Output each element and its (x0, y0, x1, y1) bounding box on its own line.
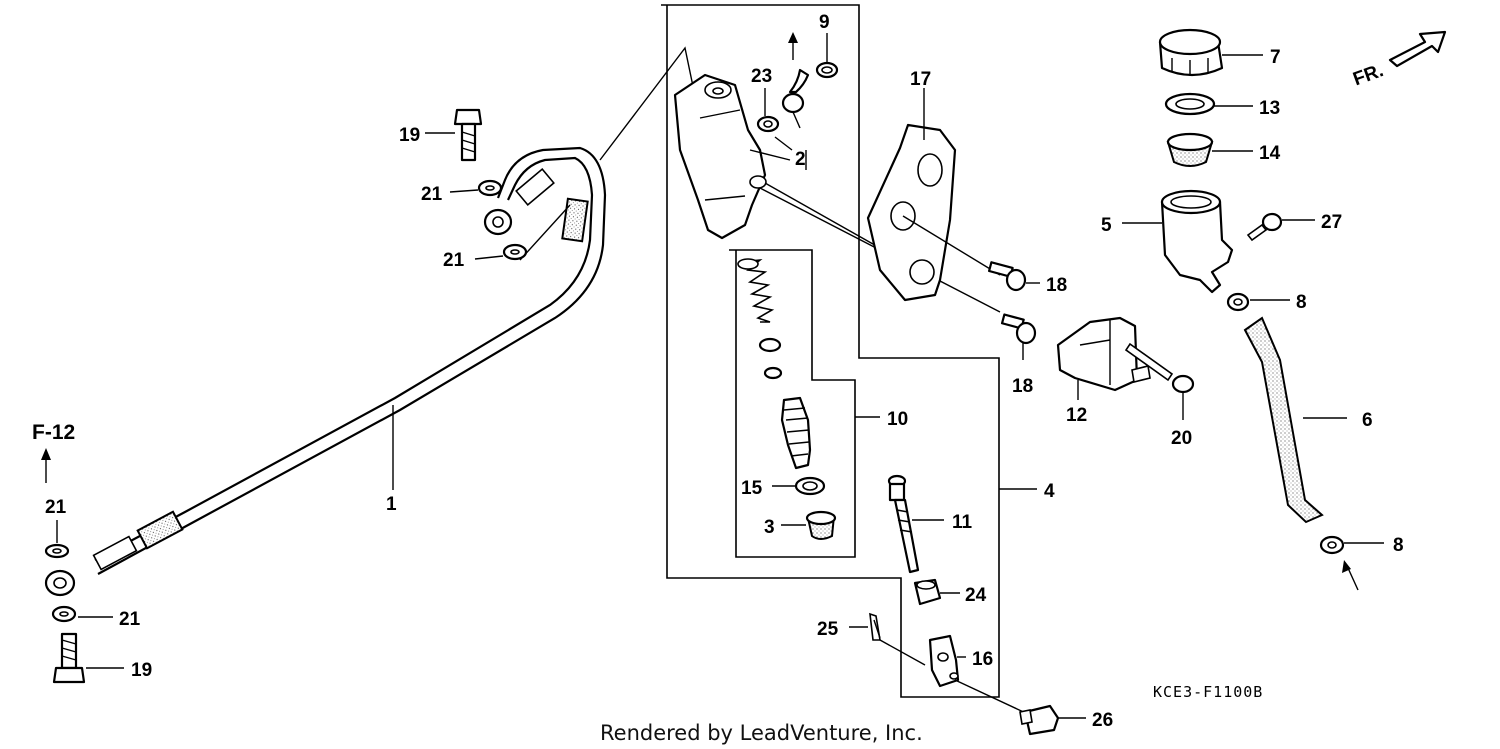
bolt-18-lower[interactable] (1000, 313, 1037, 345)
o-ring-23[interactable] (756, 115, 780, 133)
front-arrow-icon (1388, 30, 1447, 68)
callout-24: 24 (965, 585, 987, 606)
reservoir-guard[interactable] (1056, 316, 1151, 392)
callout-8a: 8 (1296, 292, 1307, 313)
up-arrow-icon (1342, 560, 1351, 573)
callout-3: 3 (764, 517, 775, 538)
primary-cup[interactable] (763, 366, 783, 380)
callout-21c: 21 (421, 184, 443, 205)
front-indicator: FR. (1350, 60, 1386, 90)
callout-5: 5 (1101, 215, 1112, 236)
callout-18b: 18 (1012, 376, 1033, 397)
callout-27: 27 (1321, 212, 1342, 233)
callout-18a: 18 (1046, 275, 1067, 296)
callout-21b: 21 (119, 609, 141, 630)
callout-9: 9 (819, 12, 830, 33)
diagram-code: KCE3-F1100B (1153, 683, 1263, 701)
bolt-18-upper[interactable] (987, 261, 1027, 292)
callout-15: 15 (741, 478, 763, 499)
diaphragm[interactable] (1166, 132, 1214, 167)
reservoir-body[interactable] (1160, 189, 1234, 294)
up-arrow-icon (788, 32, 798, 43)
callout-6: 6 (1362, 410, 1373, 431)
callout-11: 11 (952, 512, 973, 533)
boot-3[interactable] (805, 510, 837, 540)
lower-washer-lower[interactable] (51, 605, 77, 623)
reservoir-hose[interactable] (1243, 316, 1324, 524)
callout-19b: 19 (131, 660, 152, 681)
callout-16: 16 (972, 649, 993, 670)
hose-clamp-upper[interactable] (1226, 292, 1250, 312)
callout-1: 1 (386, 494, 397, 515)
spring[interactable] (737, 258, 775, 323)
upper-bolt[interactable] (453, 108, 483, 162)
reference-f12[interactable]: F-12 (32, 421, 75, 444)
callout-10: 10 (887, 409, 908, 430)
brake-hose[interactable] (44, 146, 607, 597)
upper-washer-lower[interactable] (502, 243, 528, 261)
master-cylinder-body[interactable] (673, 73, 767, 240)
lock-nut-24[interactable] (913, 578, 942, 606)
callout-17: 17 (910, 69, 931, 90)
joint-clevis[interactable] (928, 634, 960, 688)
cap-plate[interactable] (1164, 92, 1216, 116)
bolt-20[interactable] (1124, 342, 1195, 394)
hose-joint[interactable] (781, 68, 810, 129)
mounting-bracket[interactable] (866, 123, 957, 302)
callout-12: 12 (1066, 405, 1087, 426)
assembly-outline-4 (661, 4, 1000, 698)
callout-19a: 19 (399, 125, 420, 146)
callout-20: 20 (1171, 428, 1192, 449)
secondary-cup-15[interactable] (794, 476, 826, 496)
clevis-pin[interactable] (1019, 704, 1060, 736)
callout-4: 4 (1044, 481, 1055, 502)
callout-25: 25 (817, 619, 839, 640)
lower-washer-upper[interactable] (44, 543, 70, 559)
callout-13: 13 (1259, 98, 1280, 119)
credit-text: Rendered by LeadVenture, Inc. (600, 721, 923, 745)
callout-14: 14 (1259, 143, 1281, 164)
upper-washer-upper[interactable] (477, 179, 503, 197)
callout-26: 26 (1092, 710, 1113, 731)
callout-8b: 8 (1393, 535, 1404, 556)
callout-23: 23 (751, 66, 772, 87)
screw-27[interactable] (1246, 212, 1283, 242)
piston[interactable] (780, 396, 812, 470)
callout-7: 7 (1270, 47, 1281, 68)
clip-9[interactable] (815, 61, 839, 79)
callout-2: 2 (795, 149, 806, 170)
seal-washer[interactable] (758, 337, 782, 353)
up-arrow-icon (41, 448, 51, 460)
lower-bolt[interactable] (52, 632, 86, 684)
callout-21d: 21 (443, 250, 465, 271)
hose-clamp-lower[interactable] (1319, 535, 1345, 555)
assembly-outline-10 (729, 249, 856, 558)
cotter-pin[interactable] (869, 612, 881, 641)
reservoir-cap[interactable] (1158, 28, 1224, 77)
push-rod[interactable] (887, 474, 920, 574)
callout-21a: 21 (45, 497, 67, 518)
